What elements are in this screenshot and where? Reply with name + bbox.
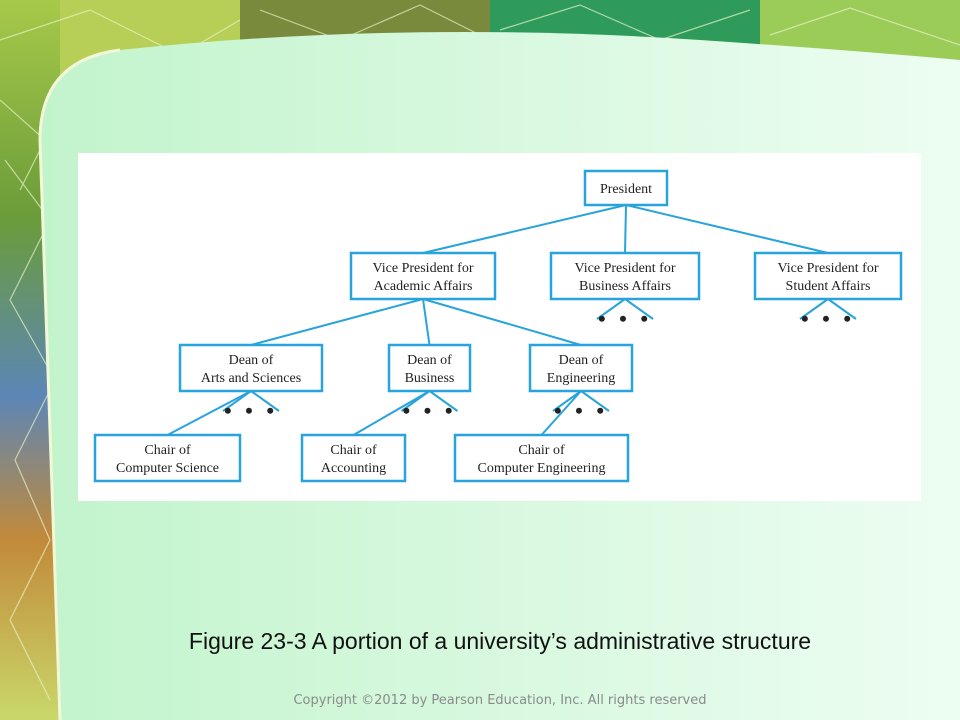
node-box xyxy=(178,343,324,393)
more-branches-dean-business: • • • xyxy=(400,390,459,423)
node-label-line: President xyxy=(600,182,652,197)
node-label-line: Chair of xyxy=(518,443,565,458)
node-label-line: Engineering xyxy=(547,371,615,386)
figure-caption: Figure 23-3 A portion of a university’s … xyxy=(188,628,812,654)
node-dean-business: Dean of Business xyxy=(387,343,472,393)
node-label-line: Dean of xyxy=(559,353,604,368)
node-label-line: Dean of xyxy=(407,353,452,368)
node-label-line: Business Affairs xyxy=(579,279,671,294)
node-label-line: Chair of xyxy=(144,443,191,458)
node-chair-accounting: Chair of Accounting xyxy=(300,433,407,483)
ellipsis-text: • • • xyxy=(554,398,608,423)
edge-vp-academic-to-dean-arts xyxy=(250,298,424,346)
edge-president-to-vp-business xyxy=(624,204,627,254)
mosaic-pattern xyxy=(0,4,960,701)
node-label-line: Arts and Sciences xyxy=(201,371,301,386)
node-chair-cs: Chair of Computer Science xyxy=(93,433,242,483)
more-branches-dean-engineering: • • • xyxy=(552,390,610,423)
node-president: President xyxy=(583,169,669,207)
more-branches-dean-arts: • • • xyxy=(222,390,280,423)
copyright-footer: Copyright ©2012 by Pearson Education, In… xyxy=(293,693,707,708)
edge-dean-engineering-to-chair-ce xyxy=(540,390,582,436)
node-box xyxy=(349,251,497,301)
node-label-line: Chair of xyxy=(330,443,377,458)
node-box xyxy=(300,433,407,483)
edge-vp-academic-to-dean-business xyxy=(422,298,431,346)
ellipsis-text: • • • xyxy=(801,306,855,331)
node-label-line: Computer Science xyxy=(116,461,219,476)
edge-president-to-vp-academic xyxy=(422,204,627,254)
node-box xyxy=(583,169,669,207)
more-branches-vp-business: • • • xyxy=(596,298,654,331)
node-label-line: Academic Affairs xyxy=(374,279,473,294)
node-box xyxy=(549,251,701,301)
ellipsis-text: • • • xyxy=(224,398,278,423)
node-label-line: Student Affairs xyxy=(786,279,871,294)
node-box xyxy=(528,343,634,393)
node-box xyxy=(753,251,903,301)
edge-dean-arts-to-chair-cs xyxy=(167,390,252,436)
node-box xyxy=(93,433,242,483)
node-label-line: Vice President for xyxy=(574,261,675,276)
node-label-line: Accounting xyxy=(321,461,386,476)
more-branches-vp-student: • • • xyxy=(799,298,857,331)
node-label-line: Computer Engineering xyxy=(478,461,606,476)
node-chair-ce: Chair of Computer Engineering xyxy=(453,433,630,483)
node-label-line: Vice President for xyxy=(777,261,878,276)
node-label-line: Dean of xyxy=(229,353,274,368)
edge-president-to-vp-student xyxy=(625,204,829,254)
node-dean-engineering: Dean of Engineering xyxy=(528,343,634,393)
node-box xyxy=(387,343,472,393)
edge-dean-business-to-chair-accounting xyxy=(352,390,431,436)
edge-vp-academic-to-dean-engineering xyxy=(422,298,582,346)
node-dean-arts: Dean of Arts and Sciences xyxy=(178,343,324,393)
node-box xyxy=(453,433,630,483)
ellipsis-text: • • • xyxy=(402,398,456,423)
node-label-line: Vice President for xyxy=(372,261,473,276)
ellipsis-text: • • • xyxy=(598,306,652,331)
node-label-line: Business xyxy=(405,371,455,386)
